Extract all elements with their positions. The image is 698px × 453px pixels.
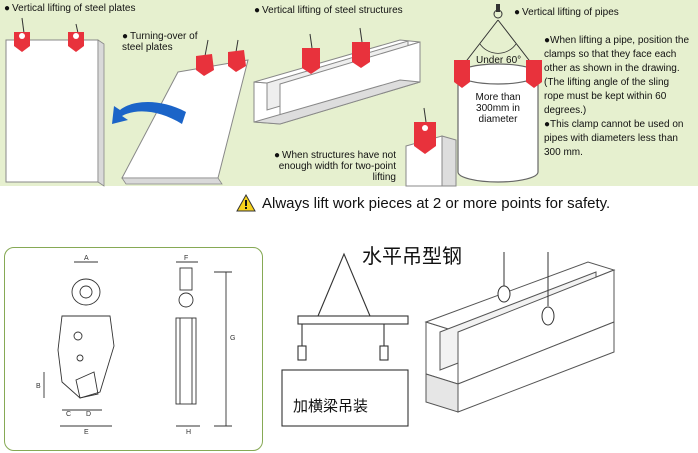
clamp-icon [14,18,30,52]
dim-d-label: D [86,411,91,418]
steel-plate-tilted [122,60,248,184]
hook-icon [496,4,500,12]
label-under-60: Under 60° [476,55,521,66]
clamp-icon [68,24,84,52]
section-steel-horizontal [426,262,614,412]
pipe-note-2: (The lifting angle of the sling rope mus… [544,76,690,118]
clamp-icon [352,28,370,68]
pipe-note-3: ●This clamp cannot be used on pipes with… [544,118,690,160]
dim-h-label: H [186,429,191,436]
pipe-note-1: ●When lifting a pipe, position the clamp… [544,34,690,76]
clamp-dimension-drawing [44,262,232,426]
warning-text: Always lift work pieces at 2 or more poi… [262,195,610,212]
clamp-icon [228,40,246,72]
dim-g-label: G [230,335,235,342]
dim-b-label: B [36,383,41,390]
label-vertical-pipes: ●Vertical lifting of pipes [514,7,664,18]
clamp-icon [414,108,436,154]
label-turning-over: ●Turning-over of steel plates [122,31,202,53]
clamp-icon [526,60,542,88]
label-crossbeam-lifting: 加横梁吊装 [293,395,368,416]
dim-f-label: F [184,255,188,262]
steel-plate-vertical [6,40,104,186]
h-beam-structure [254,40,420,124]
safety-warning: Always lift work pieces at 2 or more poi… [236,194,610,212]
dim-e-label: E [84,429,89,436]
label-vertical-steel-plates: ●Vertical lifting of steel plates [4,3,144,14]
clamp-icon [302,34,320,74]
label-horizontal-section-steel: 水平吊型钢 [362,240,462,269]
warning-icon [236,194,256,212]
label-not-enough-width: ●When structures have not enough width f… [270,150,396,183]
label-vertical-structures: ●Vertical lifting of steel structures [254,5,434,16]
dim-c-label: C [66,411,71,418]
label-more-than-300mm: More than 300mm in diameter [470,92,526,125]
pipe-notes: ●When lifting a pipe, position the clamp… [544,34,690,160]
dim-a-label: A [84,255,89,262]
